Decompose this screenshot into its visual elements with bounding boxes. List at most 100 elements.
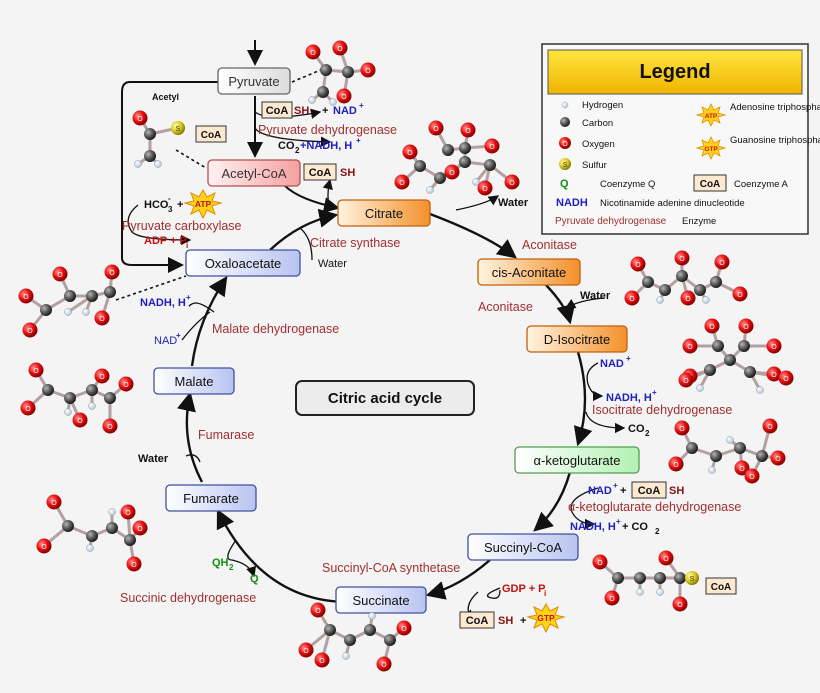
- oxygen-atom: [678, 372, 694, 388]
- enzyme-pyruvate-dehydrogenase: Pyruvate dehydrogenase: [258, 123, 397, 137]
- oxygen-letter: O: [27, 328, 33, 335]
- oxygen-atom: [714, 254, 730, 270]
- carbon-atom: [144, 150, 156, 162]
- oxygen-atom: [376, 656, 392, 672]
- sulfur-atom: [685, 571, 699, 585]
- legend-enzyme: Enzyme: [682, 216, 716, 227]
- co2-label: CO: [278, 140, 295, 152]
- oxygen-atom: [732, 286, 748, 302]
- qh2-sub: 2: [229, 563, 234, 572]
- nad-sup: +: [359, 101, 364, 110]
- hydrogen-atom: [726, 436, 734, 444]
- oxygen-atom: [298, 642, 314, 658]
- succinyl-coa-molecule-tag: CoA: [705, 577, 737, 595]
- oxygen-atom: [132, 520, 148, 536]
- oxygen-letter: O: [709, 324, 715, 331]
- hco3-sub: 3: [168, 205, 173, 214]
- carbon-atom: [384, 634, 396, 646]
- oxygen-letter: O: [23, 294, 29, 301]
- oxygen-atom: [668, 456, 684, 472]
- coenzyme-q-icon: Q: [560, 178, 569, 190]
- citrate-label: Citrate: [365, 206, 403, 221]
- carbon-atom: [40, 304, 52, 316]
- hydrogen-atom: [656, 296, 664, 304]
- pi-sub: i: [186, 241, 188, 250]
- oxygen-letter: O: [771, 372, 777, 379]
- acetyl-coa-label: Acetyl-CoA: [221, 166, 286, 181]
- enzyme-pyruvate-carboxylase: Pyruvate carboxylase: [122, 219, 242, 233]
- oxaloacetate-label: Oxaloacetate: [205, 256, 282, 271]
- sulfur-letter: S: [176, 126, 181, 133]
- nad-sup: +: [176, 331, 181, 340]
- carbon-atom: [414, 160, 426, 172]
- oxygen-atom: [132, 110, 148, 126]
- oxygen-atom: [624, 290, 640, 306]
- hydrogen-atom: [696, 384, 704, 392]
- carbon-atom: [674, 572, 686, 584]
- carbon-atom: [710, 276, 722, 288]
- oxygen-atom: [332, 40, 348, 56]
- water-aconitase-in: Water: [580, 290, 611, 302]
- oxygen-letter: O: [719, 260, 725, 267]
- oxygen-letter: O: [635, 262, 641, 269]
- carbon-atom: [86, 290, 98, 302]
- carbon-atom: [86, 384, 98, 396]
- hco3-label: HCO: [144, 199, 169, 211]
- oxygen-atom: [704, 318, 720, 334]
- pi-sub: i: [544, 589, 546, 598]
- carbon-atom: [434, 172, 446, 184]
- hydrogen-atom: [636, 588, 644, 596]
- coa-tag: CoA: [638, 485, 661, 497]
- coa-tag: CoA: [466, 615, 489, 627]
- oxygen-letter: O: [597, 560, 603, 567]
- oxygen-letter: O: [771, 344, 777, 351]
- carbon-atom: [104, 286, 116, 298]
- arrow-oxaloacetate-to-citrate: [269, 208, 339, 251]
- oxygen-letter: O: [25, 406, 31, 413]
- plus-sign: +: [520, 615, 526, 627]
- oxygen-atom: [310, 602, 326, 618]
- sulfur-icon: S: [559, 158, 571, 170]
- enzyme-isocitrate-dehydrogenase: Isocitrate dehydrogenase: [592, 403, 732, 417]
- cis-aconitate-label: cis-Aconitate: [492, 265, 566, 280]
- oxygen-atom: [22, 322, 38, 338]
- hydrogen-atom: [368, 612, 376, 620]
- oxygen-atom: [18, 288, 34, 304]
- co2-sub: 2: [655, 527, 660, 536]
- nad-label: NAD: [600, 358, 624, 370]
- carbon-atom: [734, 442, 746, 454]
- oxygen-icon-label: O: [562, 141, 568, 148]
- oxygen-atom: [770, 450, 786, 466]
- nadh-label: NADH, H: [570, 521, 616, 533]
- oxygen-letter: O: [123, 382, 129, 389]
- hydrogen-atom: [702, 296, 710, 304]
- pyruvate-dh-outputs: CO 2 +NADH, H +: [278, 136, 361, 155]
- oxygen-letter: O: [775, 456, 781, 463]
- hydrogen-atom: [329, 98, 337, 106]
- oxygen-atom: [52, 266, 68, 282]
- h-sup: +: [186, 293, 191, 302]
- carbon-atom: [654, 572, 666, 584]
- succinyl-coa-synthetase-cofactors: GDP + P i CoA SH + GTP: [459, 583, 566, 634]
- oxygen-letter: O: [137, 116, 143, 123]
- co2-sub: 2: [645, 429, 650, 438]
- sh-label: SH: [498, 615, 513, 627]
- carbon-atom: [344, 634, 356, 646]
- acetyl-label: Acetyl: [152, 92, 179, 102]
- akg-dh-cofactors: NAD + + CoA SH NADH, H + + CO 2: [570, 481, 684, 536]
- legend-gtp: Guanosine triphosphate: [730, 135, 820, 146]
- coa-tag: CoA: [266, 105, 289, 117]
- legend-nadh: Nicotinamide adenine dinucleotide: [600, 198, 745, 209]
- legend-coenzyme-q: Coenzyme Q: [600, 179, 655, 190]
- h-sup: +: [652, 388, 657, 397]
- legend-atp: Adenosine triphosphate: [730, 102, 820, 113]
- oxygen-letter: O: [749, 474, 755, 481]
- oxygen-atom: [680, 290, 696, 306]
- oxygen-letter: O: [131, 562, 137, 569]
- carbon-atom: [712, 340, 724, 352]
- carbon-icon: [560, 117, 570, 127]
- malate-label: Malate: [174, 374, 213, 389]
- molecule-models: OOOOOSOOOOOOOOOOOOOOOOOOOOOOOOOOOOOOOOSO…: [18, 40, 794, 672]
- hydrogen-atom: [472, 178, 480, 186]
